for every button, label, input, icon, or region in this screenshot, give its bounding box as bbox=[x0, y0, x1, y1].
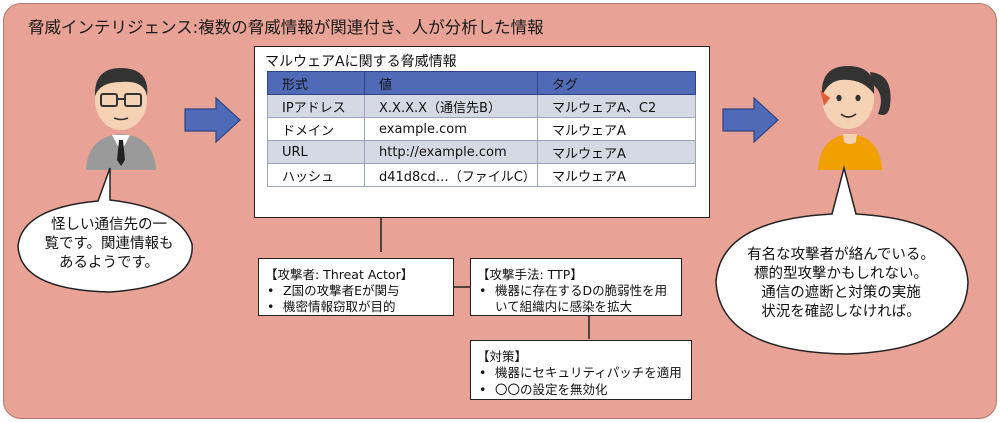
table-cell: マルウェアA bbox=[537, 163, 696, 187]
right-bubble-line-3: 通信の遮断と対策の実施 bbox=[761, 285, 921, 301]
list-item-text: 〇〇の設定を無効化 bbox=[495, 382, 608, 397]
table-row: ドメイン example.com マルウェアA bbox=[267, 117, 696, 141]
threat-actor-heading: 【攻撃者: Threat Actor】 bbox=[265, 267, 414, 282]
table-cell: d41d8cd…（ファイルC） bbox=[364, 163, 538, 187]
table-cell: http://example.com bbox=[364, 140, 538, 164]
right-bubble-line-2: 標的型攻撃かもしれない。 bbox=[754, 266, 928, 282]
right-bubble-text: 有名な攻撃者が絡んでいる。 標的型攻撃かもしれない。 通信の遮断と対策の実施 状… bbox=[726, 246, 956, 322]
list-item-text: 機器にセキュリティパッチを適用 bbox=[495, 365, 682, 380]
list-item: •いて組織内に感染を拡大 bbox=[479, 296, 632, 315]
diagram-title: 脅威インテリジェンス:複数の脅威情報が関連付き、人が分析した情報 bbox=[28, 18, 544, 37]
table-cell: URL bbox=[267, 140, 365, 164]
table-cell: example.com bbox=[364, 117, 538, 141]
right-speech-bubble bbox=[715, 165, 969, 355]
threat-info-box: マルウェアAに関する脅威情報 形式 値 タグ IPアドレス X.X.X.X（通信… bbox=[254, 46, 710, 218]
ttp-heading: 【攻撃手法: TTP】 bbox=[477, 267, 583, 282]
left-bubble-text: 怪しい通信先の一 覧です。関連情報も あるようです。 bbox=[34, 216, 184, 273]
table-cell: ドメイン bbox=[267, 117, 365, 141]
list-item-text: いて組織内に感染を拡大 bbox=[495, 299, 633, 314]
table-cell: マルウェアA bbox=[537, 117, 696, 141]
analyst-woman-icon bbox=[818, 66, 891, 170]
column-header: タグ bbox=[537, 71, 696, 95]
table-row: ハッシュ d41d8cd…（ファイルC） マルウェアA bbox=[267, 163, 696, 187]
table-cell: X.X.X.X（通信先B） bbox=[364, 94, 538, 118]
threat-actor-box: 【攻撃者: Threat Actor】 •Z国の攻撃者Eが関与 •機密情報窃取が… bbox=[258, 258, 454, 316]
left-bubble-line-2: 覧です。関連情報も bbox=[44, 236, 174, 252]
table-cell: ハッシュ bbox=[267, 163, 365, 187]
table-cell: マルウェアA、C2 bbox=[537, 94, 696, 118]
threat-info-table: 形式 値 タグ IPアドレス X.X.X.X（通信先B） マルウェアA、C2 ド… bbox=[267, 71, 696, 187]
table-row: IPアドレス X.X.X.X（通信先B） マルウェアA、C2 bbox=[267, 94, 696, 118]
analyst-man-icon bbox=[86, 68, 156, 170]
right-bubble-line-1: 有名な攻撃者が絡んでいる。 bbox=[747, 247, 935, 263]
measures-box: 【対策】 •機器にセキュリティパッチを適用 •〇〇の設定を無効化 bbox=[470, 340, 692, 400]
list-item: •〇〇の設定を無効化 bbox=[479, 382, 608, 397]
table-header-row: 形式 値 タグ bbox=[267, 71, 696, 95]
threat-info-title: マルウェアAに関する脅威情報 bbox=[265, 54, 457, 70]
ttp-box: 【攻撃手法: TTP】 •機器に存在するDの脆弱性を用 •いて組織内に感染を拡大 bbox=[470, 258, 682, 316]
column-header: 値 bbox=[364, 71, 538, 95]
arrow-right-icon bbox=[184, 96, 241, 144]
diagram-panel: 脅威インテリジェンス:複数の脅威情報が関連付き、人が分析した情報 怪しい通信先の… bbox=[3, 3, 997, 419]
list-item-text: 機器に存在するDの脆弱性を用 bbox=[495, 283, 668, 298]
left-bubble-line-3: あるようです。 bbox=[58, 255, 160, 271]
measures-heading: 【対策】 bbox=[477, 349, 528, 364]
left-bubble-line-1: 怪しい通信先の一 bbox=[51, 217, 167, 233]
list-item: •機器に存在するDの脆弱性を用 bbox=[479, 283, 668, 298]
list-item-text: 機密情報窃取が目的 bbox=[283, 299, 396, 314]
column-header: 形式 bbox=[267, 71, 365, 95]
left-speech-bubble bbox=[17, 167, 193, 293]
arrow-right-icon bbox=[722, 96, 779, 144]
right-bubble-line-4: 状況を確認しなければ。 bbox=[761, 304, 921, 320]
table-cell: マルウェアA bbox=[537, 140, 696, 164]
list-item: •機密情報窃取が目的 bbox=[267, 299, 396, 314]
table-cell: IPアドレス bbox=[267, 94, 365, 118]
table-row: URL http://example.com マルウェアA bbox=[267, 140, 696, 164]
list-item: •機器にセキュリティパッチを適用 bbox=[479, 365, 682, 380]
list-item: •Z国の攻撃者Eが関与 bbox=[267, 283, 400, 298]
list-item-text: Z国の攻撃者Eが関与 bbox=[283, 283, 400, 298]
